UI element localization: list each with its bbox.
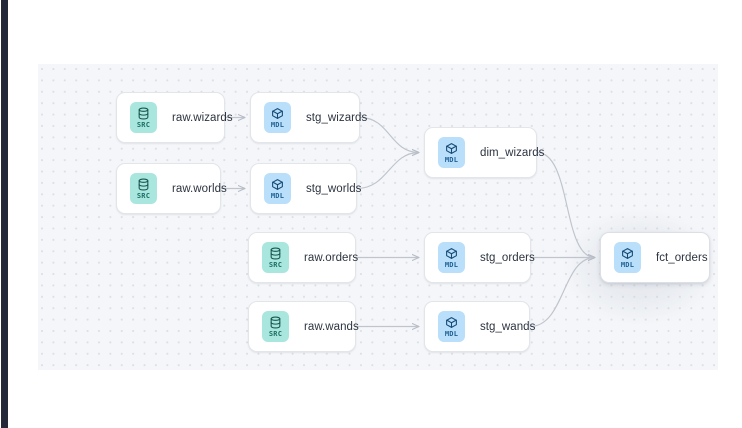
lineage-node-stg-wizards[interactable]: MDL stg_wizards (250, 92, 367, 143)
node-label: stg_wizards (306, 111, 368, 124)
lineage-node-stg-worlds[interactable]: MDL stg_worlds (250, 163, 361, 214)
node-label: raw.worlds (172, 182, 227, 195)
cube-icon (445, 247, 458, 260)
node-type-badge-src: SRC (130, 102, 157, 133)
node-type-text: MDL (620, 260, 635, 269)
node-label: raw.wands (304, 320, 359, 333)
node-type-text: MDL (444, 155, 459, 164)
lineage-node-stg-wands[interactable]: MDL stg_wands (424, 301, 535, 352)
lineage-node-stg-orders[interactable]: MDL stg_orders (424, 232, 535, 283)
node-type-text: SRC (136, 191, 151, 200)
node-type-badge-src: SRC (130, 173, 157, 204)
node-type-text: SRC (268, 329, 283, 338)
node-type-badge-mdl: MDL (438, 242, 465, 273)
node-type-text: SRC (268, 260, 283, 269)
node-type-badge-mdl: MDL (438, 311, 465, 342)
lineage-node-raw-wands[interactable]: SRC raw.wands (248, 301, 359, 352)
lineage-node-raw-orders[interactable]: SRC raw.orders (248, 232, 359, 283)
node-type-badge-mdl: MDL (264, 173, 291, 204)
lineage-node-raw-wizards[interactable]: SRC raw.wizards (116, 92, 233, 143)
node-type-badge-mdl: MDL (264, 102, 291, 133)
node-type-text: MDL (270, 120, 285, 129)
node-type-badge-mdl: MDL (614, 242, 641, 273)
node-type-text: MDL (444, 260, 459, 269)
node-label: stg_orders (480, 251, 535, 264)
node-label: raw.orders (304, 251, 359, 264)
edge-stg-worlds-to-dim-wizards (356, 153, 419, 190)
lineage-node-dim-wizards[interactable]: MDL dim_wizards (424, 127, 544, 178)
lineage-node-raw-worlds[interactable]: SRC raw.worlds (116, 163, 227, 214)
cube-icon (445, 142, 458, 155)
node-type-text: MDL (444, 329, 459, 338)
node-type-text: SRC (136, 120, 151, 129)
cube-icon (271, 107, 284, 120)
database-icon (269, 247, 282, 260)
database-icon (137, 178, 150, 191)
database-icon (137, 107, 150, 120)
cube-icon (271, 178, 284, 191)
database-icon (269, 316, 282, 329)
lineage-node-fct-orders[interactable]: MDL fct_orders (600, 232, 710, 283)
cube-icon (621, 247, 634, 260)
edge-stg-wizards-to-dim-wizards (359, 116, 419, 153)
node-type-badge-src: SRC (262, 311, 289, 342)
node-type-badge-src: SRC (262, 242, 289, 273)
node-label: dim_wizards (480, 146, 545, 159)
node-label: raw.wizards (172, 111, 233, 124)
node-label: fct_orders (656, 251, 708, 264)
app-sidebar-rail (1, 0, 8, 428)
node-type-badge-mdl: MDL (438, 137, 465, 168)
cube-icon (445, 316, 458, 329)
node-label: stg_wands (480, 320, 536, 333)
node-label: stg_worlds (306, 182, 362, 195)
node-type-text: MDL (270, 191, 285, 200)
